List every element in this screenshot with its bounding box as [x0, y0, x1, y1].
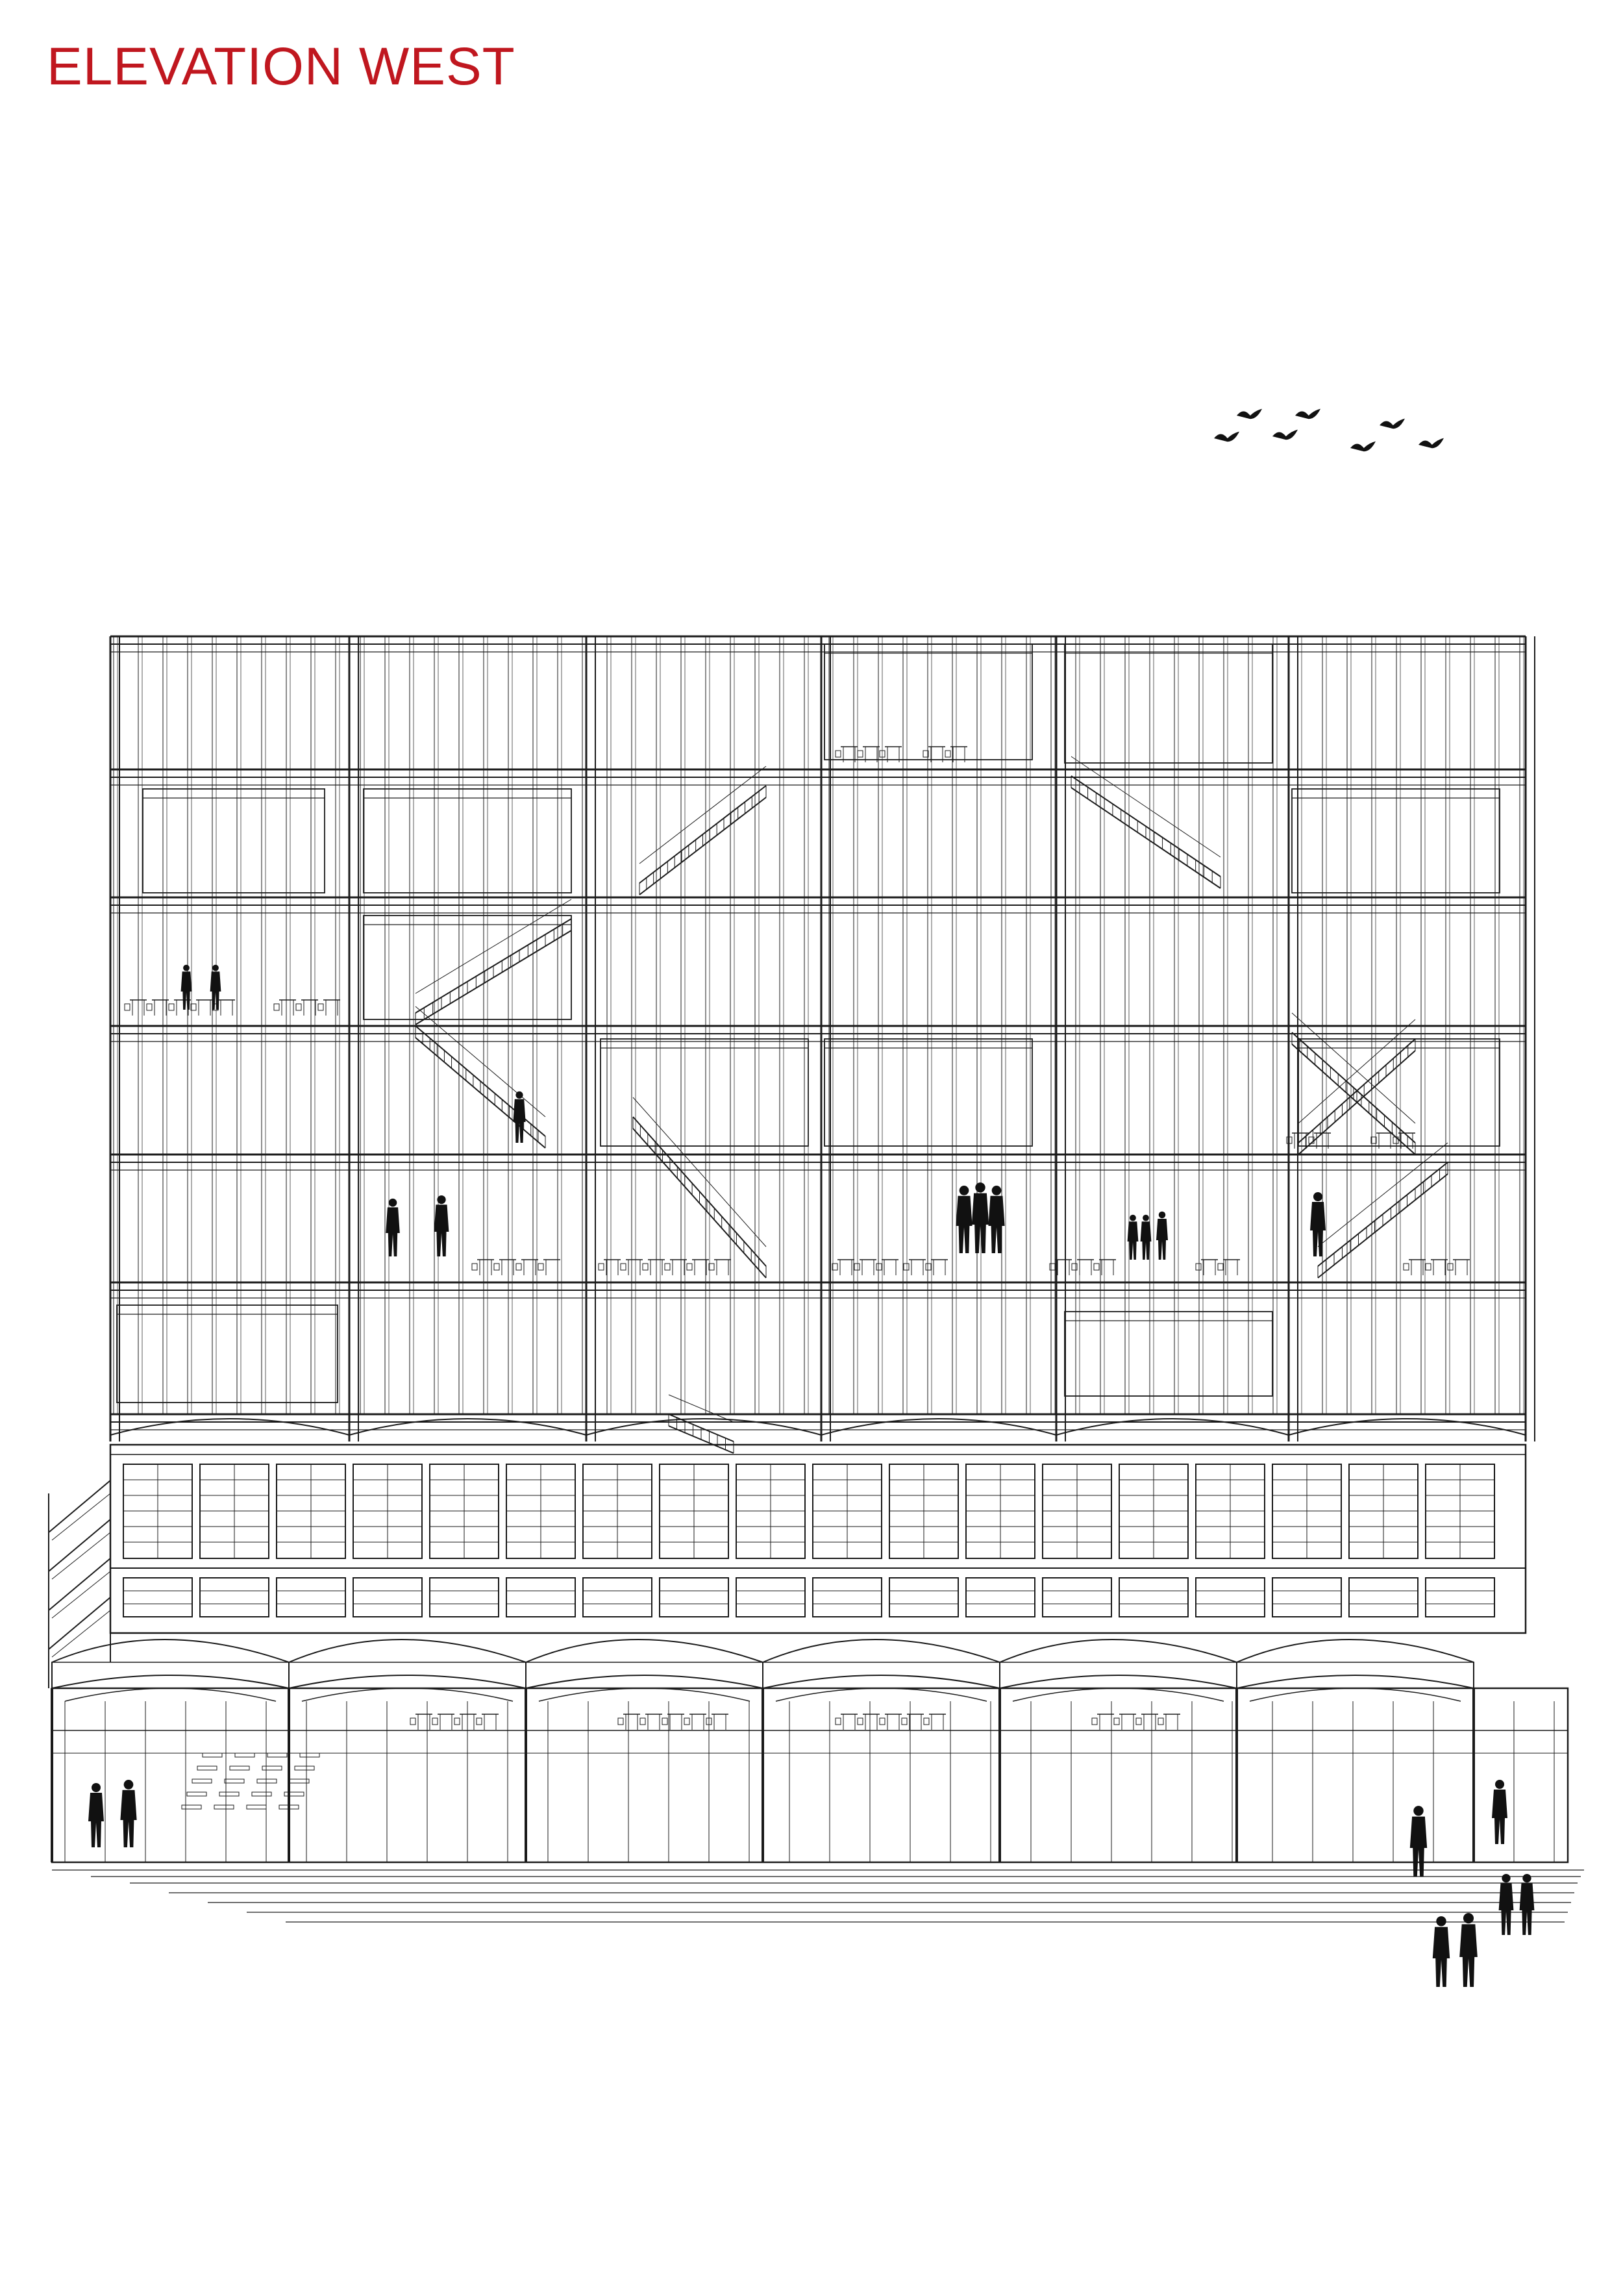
stair-flight [1298, 1019, 1416, 1155]
person-silhouette [1409, 1806, 1428, 1877]
person-silhouette [180, 964, 192, 1010]
bird-silhouette [1380, 418, 1405, 429]
stair-flight [639, 766, 767, 895]
stair-flight [415, 899, 572, 1025]
external-stair [48, 1467, 111, 1688]
bird-silhouette [1214, 431, 1239, 442]
person-silhouette [956, 1186, 973, 1253]
person-silhouette [1459, 1913, 1478, 1987]
table-chairs [471, 1259, 560, 1275]
table-chairs [598, 1259, 731, 1275]
person-silhouette [1140, 1214, 1152, 1260]
glazing-fins [113, 636, 1524, 1414]
person-silhouette [434, 1195, 449, 1256]
person-silhouette [1519, 1873, 1535, 1935]
table-chairs [1049, 1259, 1116, 1275]
person-silhouette [988, 1186, 1005, 1253]
bird-silhouette [1419, 438, 1444, 449]
table-chairs [903, 1259, 948, 1275]
table-chairs [1286, 1132, 1331, 1149]
table-chairs [273, 999, 340, 1016]
person-silhouette [1432, 1916, 1450, 1987]
person-silhouette [88, 1783, 104, 1847]
interior-furniture [124, 746, 1470, 1730]
stair-flight [668, 1394, 734, 1454]
table-chairs [835, 1714, 946, 1730]
stair-flight [1071, 756, 1221, 889]
bird-silhouette [1295, 408, 1320, 419]
table-chairs [1195, 1259, 1240, 1275]
person-silhouette [1127, 1214, 1139, 1260]
bird-silhouette [1350, 441, 1376, 452]
stair-flight [632, 1097, 767, 1279]
person-silhouette [1310, 1192, 1326, 1256]
table-chairs [1403, 1259, 1470, 1275]
person-silhouette [210, 964, 221, 1010]
stair-flight [1291, 1012, 1416, 1155]
podium-facade [109, 1443, 1527, 1634]
bird-silhouette [1237, 408, 1262, 419]
ground-floor-hall [51, 1687, 1569, 1864]
table-chairs [835, 746, 902, 762]
person-silhouette [120, 1780, 137, 1847]
people-silhouettes [88, 964, 1535, 1987]
birds-flock [1214, 408, 1444, 452]
table-chairs [617, 1714, 728, 1730]
staircases [415, 756, 1448, 1454]
table-chairs [124, 999, 235, 1016]
table-chairs [1370, 1132, 1415, 1149]
stair-flight [415, 1006, 546, 1149]
person-silhouette [386, 1198, 400, 1256]
facade-grid [109, 635, 1535, 1441]
plaza-steps [52, 1869, 1584, 1923]
table-chairs [1091, 1714, 1180, 1730]
bird-silhouette [1272, 429, 1298, 440]
person-silhouette [1498, 1873, 1514, 1935]
person-silhouette [1492, 1780, 1507, 1844]
person-silhouette [513, 1091, 526, 1143]
table-chairs [410, 1714, 499, 1730]
person-silhouette [1156, 1211, 1168, 1260]
stair-flight [1317, 1142, 1448, 1279]
person-silhouette [971, 1182, 989, 1253]
table-chairs [832, 1259, 898, 1275]
table-chairs [923, 746, 967, 762]
sheet-title: ELEVATION WEST [47, 37, 515, 96]
